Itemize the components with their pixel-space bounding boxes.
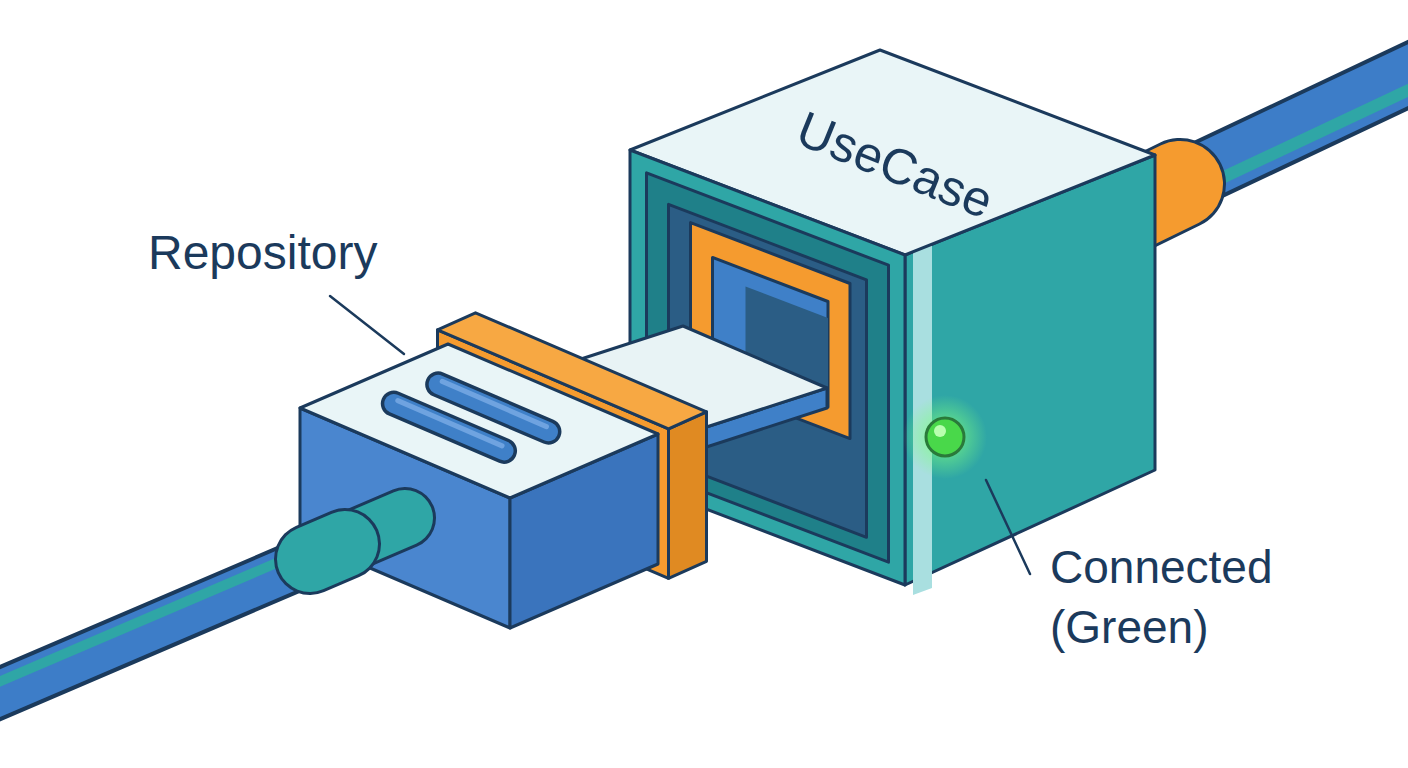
plug-prong-back — [513, 381, 657, 463]
slot-shine — [442, 381, 546, 426]
callout-label: Connected (Green) — [1050, 538, 1350, 658]
plug-slot-outline — [438, 384, 548, 431]
plug-slot — [394, 404, 504, 451]
socket-hole — [669, 204, 867, 537]
callout-label: Repository — [148, 222, 508, 284]
slot-shine — [398, 401, 502, 446]
cable-outline — [0, 556, 320, 706]
cable — [0, 556, 320, 706]
plug-body-back — [300, 408, 510, 628]
cable-stripe — [0, 546, 316, 696]
plug-prong-side — [657, 388, 827, 463]
status-led — [926, 418, 964, 456]
leader-line — [330, 296, 404, 354]
led-glow — [903, 395, 987, 479]
leader-line — [986, 480, 1030, 574]
plug-collar-top — [438, 313, 707, 429]
plug-collar-back — [438, 330, 669, 579]
socket-contact — [713, 257, 829, 407]
socket-shadow — [746, 287, 829, 408]
relief-ring — [310, 544, 345, 559]
led-shine — [934, 425, 946, 437]
plug-slot-outline — [394, 404, 504, 451]
plug-slot — [438, 384, 548, 431]
strain-relief — [335, 518, 405, 548]
plug-collar-side — [669, 412, 707, 579]
plug-body-top — [300, 344, 658, 498]
socket-ring — [691, 223, 851, 439]
relief-ring-outline — [310, 544, 345, 559]
socket-rim — [647, 173, 889, 562]
plug-prong-top — [513, 326, 827, 443]
plug-body-side — [510, 434, 658, 628]
socket-front — [630, 150, 905, 585]
strain-relief-outline — [335, 518, 405, 548]
